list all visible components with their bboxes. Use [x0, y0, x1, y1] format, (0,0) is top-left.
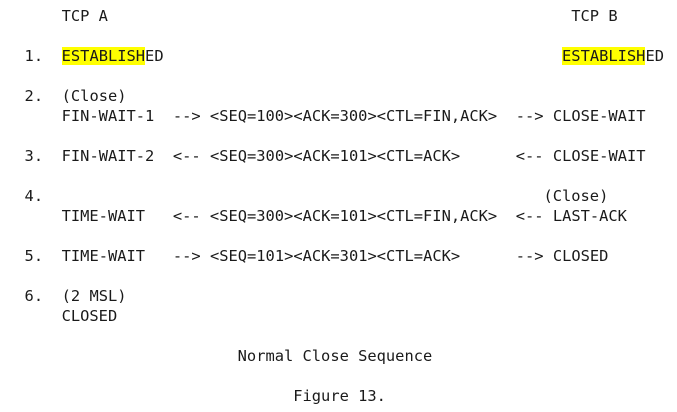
- step-3-segment: <SEQ=300><ACK=101><CTL=ACK>: [209, 147, 461, 165]
- tcp-b-state-rest: ED: [645, 47, 664, 65]
- step-4-b-event: (Close): [543, 187, 609, 205]
- step-6-a-state: CLOSED: [61, 307, 118, 325]
- step-5-arrow-left: -->: [172, 247, 201, 265]
- figure-number: Figure 13.: [293, 387, 386, 405]
- step-3-arrow-right: <--: [515, 147, 544, 165]
- step-6-number: 6.: [24, 287, 44, 305]
- step-4-b-state: LAST-ACK: [552, 207, 627, 225]
- step-5-number: 5.: [24, 247, 44, 265]
- rfc-figure: TCP A TCP B 1. ESTABLISHED ESTABLISHED 2…: [6, 6, 664, 406]
- figure-caption: Normal Close Sequence: [237, 347, 433, 365]
- step-3-a-state: FIN-WAIT-2: [61, 147, 155, 165]
- step-5-arrow-right: -->: [515, 247, 544, 265]
- step-4-arrow-right: <--: [515, 207, 544, 225]
- step-2-arrow-right: -->: [515, 107, 544, 125]
- tcp-a-state-highlight: ESTABLISH: [61, 47, 146, 65]
- step-4-arrow-left: <--: [172, 207, 201, 225]
- step-1-number: 1.: [24, 47, 44, 65]
- step-3-number: 3.: [24, 147, 44, 165]
- step-3-arrow-left: <--: [172, 147, 201, 165]
- step-5-b-state: CLOSED: [552, 247, 609, 265]
- step-2-a-event: (Close): [61, 87, 127, 105]
- tcp-a-label: TCP A: [61, 7, 108, 25]
- step-2-b-state: CLOSE-WAIT: [552, 107, 646, 125]
- step-5-segment: <SEQ=101><ACK=301><CTL=ACK>: [209, 247, 461, 265]
- step-4-number: 4.: [24, 187, 44, 205]
- tcp-b-state-highlight: ESTABLISH: [562, 47, 646, 65]
- step-2-number: 2.: [24, 87, 44, 105]
- step-6-a-event: (2 MSL): [61, 287, 127, 305]
- step-2-segment: <SEQ=100><ACK=300><CTL=FIN,ACK>: [209, 107, 498, 125]
- tcp-a-state-rest: ED: [145, 47, 164, 65]
- step-4-segment: <SEQ=300><ACK=101><CTL=FIN,ACK>: [209, 207, 498, 225]
- step-3-b-state: CLOSE-WAIT: [552, 147, 646, 165]
- step-5-a-state: TIME-WAIT: [61, 247, 146, 265]
- step-2-a-state: FIN-WAIT-1: [61, 107, 155, 125]
- step-2-arrow-left: -->: [172, 107, 201, 125]
- tcp-b-label: TCP B: [571, 7, 618, 25]
- step-4-a-state: TIME-WAIT: [61, 207, 146, 225]
